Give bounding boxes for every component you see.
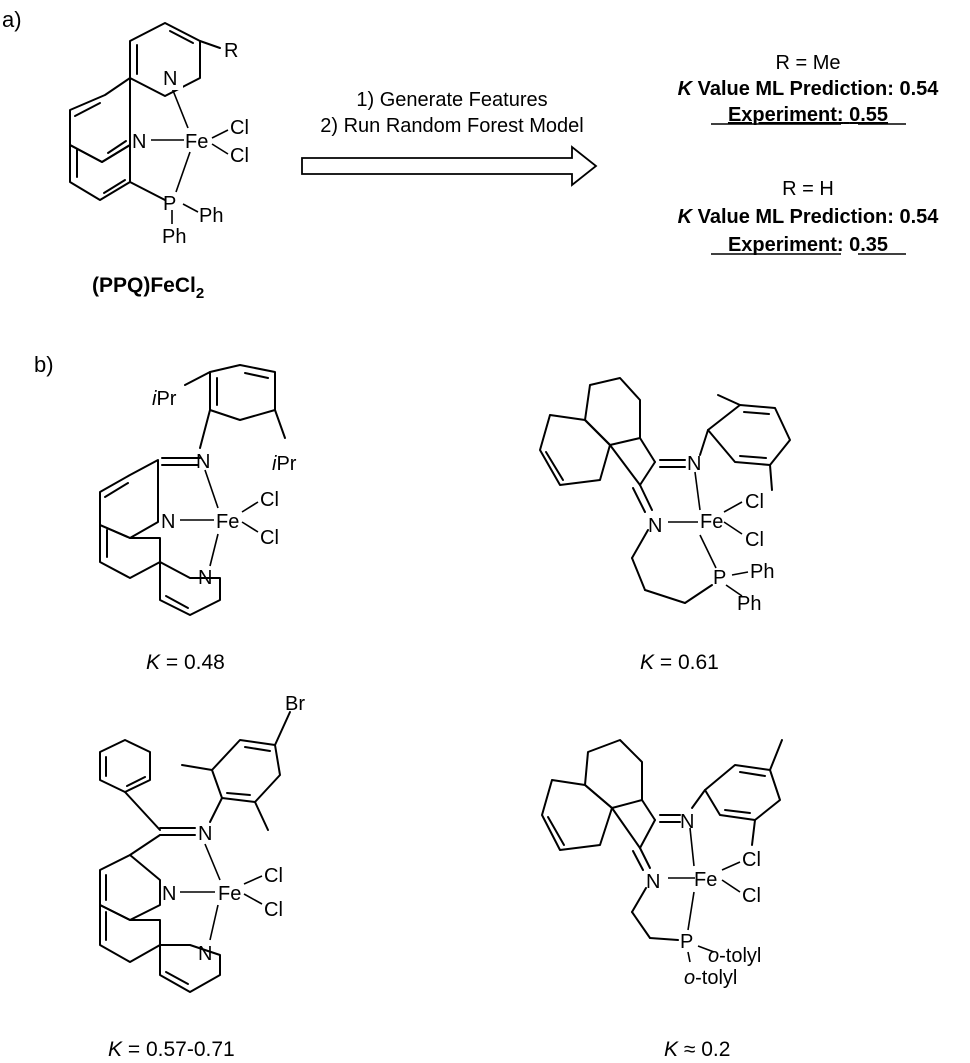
result-h-prediction: K Value ML Prediction: 0.54 <box>678 206 940 228</box>
cmpd3-br: Br <box>285 693 305 715</box>
cmpd2-cl-1: Cl <box>745 491 764 513</box>
cmpd1-cl-2: Cl <box>260 527 279 549</box>
cmpd4-otolyl-2: o-tolyl <box>684 967 737 989</box>
cmpd3-fe: Fe <box>218 883 241 905</box>
result-h-experiment: Experiment: 0.35 <box>728 234 888 256</box>
cmpd3-cl-1: Cl <box>264 865 283 887</box>
cmpd3-n-2: N <box>198 943 212 965</box>
compound-1-structure <box>99 364 286 616</box>
ppq-r-group: R <box>224 40 238 62</box>
cmpd1-cl-1: Cl <box>260 489 279 511</box>
cmpd1-ipr-2: iPr <box>272 453 297 475</box>
cmpd1-n-imine: N <box>196 451 210 473</box>
cmpd4-otolyl-1: o-tolyl <box>708 945 761 967</box>
cmpd2-n-imine: N <box>687 453 701 475</box>
ppq-ph-2: Ph <box>162 226 186 248</box>
ppq-ph-1: Ph <box>199 205 223 227</box>
cmpd2-n-amine: N <box>648 515 662 537</box>
ppq-fecl2-structure <box>69 22 229 224</box>
panel-a-label: a) <box>2 7 22 32</box>
result-me-prediction: K Value ML Prediction: 0.54 <box>678 78 940 100</box>
cmpd2-p: P <box>713 567 726 589</box>
cmpd3-cl-2: Cl <box>264 899 283 921</box>
reaction-arrow <box>301 145 598 187</box>
cmpd2-fe: Fe <box>700 511 723 533</box>
ppq-fe: Fe <box>185 131 208 153</box>
arrow-step-1: 1) Generate Features <box>356 89 547 111</box>
result-me: R = Me K Value ML Prediction: 0.54 Exper… <box>678 52 940 126</box>
cmpd2-ph-1: Ph <box>750 561 774 583</box>
cmpd4-n-imine: N <box>680 811 694 833</box>
result-h: R = H K Value ML Prediction: 0.54 Experi… <box>678 178 940 256</box>
complex-name: (PPQ)FeCl2 <box>92 274 204 302</box>
cmpd3-k: K = 0.57-0.71 <box>108 1038 235 1061</box>
cmpd1-ipr-1: iPr <box>152 388 177 410</box>
ppq-p: P <box>163 193 176 215</box>
cmpd4-p: P <box>680 931 693 953</box>
cmpd3-n-1: N <box>162 883 176 905</box>
panel-b-label: b) <box>34 352 54 377</box>
result-me-r: R = Me <box>775 52 840 74</box>
cmpd3-n-imine: N <box>198 823 212 845</box>
cmpd4-n-amine: N <box>646 871 660 893</box>
compound-3-structure <box>99 711 291 993</box>
compound-4-structure <box>541 739 783 963</box>
arrow-step-2: 2) Run Random Forest Model <box>320 115 583 137</box>
cmpd1-fe: Fe <box>216 511 239 533</box>
cmpd4-cl-1: Cl <box>742 849 761 871</box>
cmpd2-k: K = 0.61 <box>640 651 719 674</box>
ppq-n-quinoline: N <box>132 131 146 153</box>
ppq-cl-2: Cl <box>230 145 249 167</box>
compound-2-structure <box>539 377 791 604</box>
cmpd1-k: K = 0.48 <box>146 651 225 674</box>
ppq-n-pyridine: N <box>163 68 177 90</box>
ppq-cl-1: Cl <box>230 117 249 139</box>
cmpd4-k: K ≈ 0.2 <box>664 1038 730 1061</box>
cmpd2-ph-2: Ph <box>737 593 761 615</box>
cmpd1-n-2: N <box>198 567 212 589</box>
cmpd1-n-1: N <box>161 511 175 533</box>
cmpd4-cl-2: Cl <box>742 885 761 907</box>
cmpd2-cl-2: Cl <box>745 529 764 551</box>
result-me-experiment: Experiment: 0.55 <box>728 104 888 126</box>
result-h-r: R = H <box>782 178 834 200</box>
cmpd4-fe: Fe <box>694 869 717 891</box>
